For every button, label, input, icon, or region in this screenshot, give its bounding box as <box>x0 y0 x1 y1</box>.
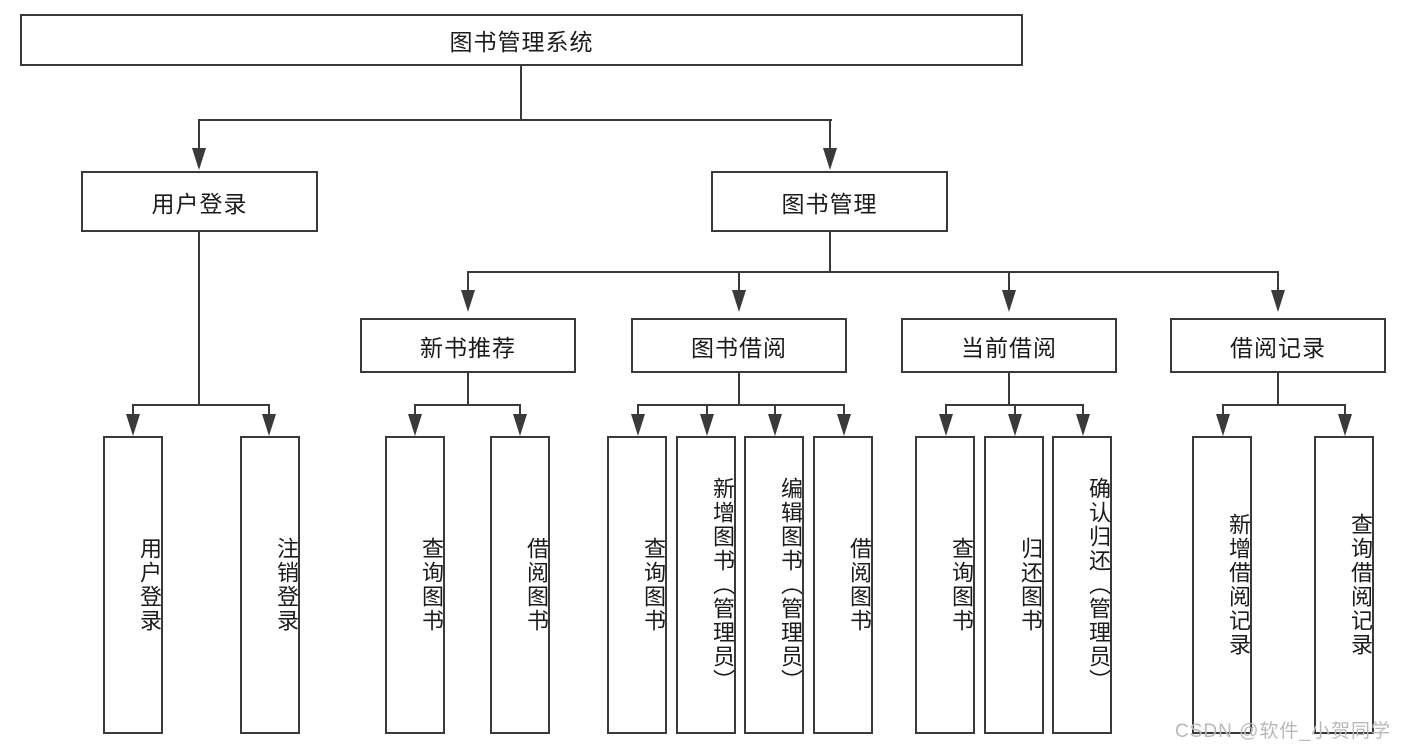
node-user-login[interactable]: 用户登录 <box>81 171 318 232</box>
node-borrow-record[interactable]: 借阅记录 <box>1170 318 1386 373</box>
csdn-watermark: CSDN @软件_小贺同学 <box>1175 721 1391 742</box>
edge-book-management-stem <box>829 232 832 273</box>
edge-bm-to-borrow-record <box>1277 271 1280 291</box>
leaf-current-borrow-confirm-return-admin[interactable]: 确认归还（管理员） <box>1052 436 1112 734</box>
leaf-book-borrow-query-book[interactable]: 查询图书 <box>607 436 667 734</box>
arrowhead-borrow-record-leaf-2 <box>1338 414 1352 436</box>
node-book-borrow[interactable]: 图书借阅 <box>631 318 847 373</box>
edge-root-to-user-login <box>198 119 201 149</box>
arrowhead-to-current-borrow <box>1002 290 1016 312</box>
leaf-book-borrow-edit-book-admin[interactable]: 编辑图书（管理员） <box>744 436 804 734</box>
edge-current-borrow-to-leaf-2 <box>1014 404 1017 416</box>
edge-bm-to-book-borrow <box>738 271 741 291</box>
leaf-new-book-borrow-book[interactable]: 借阅图书 <box>490 436 550 734</box>
edge-book-borrow-stem <box>738 373 741 405</box>
node-label: 新增借阅记录 <box>1226 513 1251 657</box>
node-label: 图书管理 <box>781 190 878 217</box>
arrowhead-to-book-management <box>823 148 837 170</box>
arrowhead-to-new-book-recommend <box>461 290 475 312</box>
edge-borrow-record-to-leaf-1 <box>1222 404 1225 416</box>
leaf-user-login-logout[interactable]: 注销登录 <box>240 436 300 734</box>
arrowhead-current-borrow-leaf-1 <box>939 414 953 436</box>
edge-root-to-book-management <box>829 119 832 149</box>
leaf-borrow-record-query-record[interactable]: 查询借阅记录 <box>1314 436 1374 734</box>
arrowhead-user-login-leaf-1 <box>126 414 140 436</box>
arrowhead-book-borrow-leaf-3 <box>768 414 782 436</box>
edge-bm-to-current-borrow <box>1008 271 1011 291</box>
arrowhead-to-book-borrow <box>732 290 746 312</box>
node-label: 借阅记录 <box>1230 334 1326 361</box>
edge-book-borrow-to-leaf-1 <box>637 404 640 416</box>
edge-user-login-to-leaf-1 <box>132 404 135 416</box>
arrowhead-current-borrow-leaf-3 <box>1076 414 1090 436</box>
node-root-book-management-system[interactable]: 图书管理系统 <box>20 14 1023 66</box>
arrowhead-borrow-record-leaf-1 <box>1216 414 1230 436</box>
node-label: 查询图书 <box>949 537 974 633</box>
edge-new-book-to-leaf-2 <box>519 404 522 416</box>
edge-borrow-record-stem <box>1277 373 1280 405</box>
edge-root-stem <box>520 66 523 120</box>
leaf-book-borrow-add-book-admin[interactable]: 新增图书（管理员） <box>676 436 736 734</box>
edge-borrow-record-distribution-bar <box>1222 404 1346 407</box>
edge-book-borrow-to-leaf-4 <box>843 404 846 416</box>
arrowhead-book-borrow-leaf-4 <box>837 414 851 436</box>
arrowhead-new-book-leaf-1 <box>408 414 422 436</box>
edge-new-book-stem <box>467 373 470 405</box>
edge-book-borrow-distribution-bar <box>637 404 845 407</box>
edge-bm-to-new-book <box>467 271 470 291</box>
edge-user-login-to-leaf-2 <box>268 404 271 416</box>
node-label: 图书借阅 <box>691 334 787 361</box>
leaf-new-book-query-book[interactable]: 查询图书 <box>385 436 445 734</box>
arrowhead-to-user-login <box>192 148 206 170</box>
edge-root-distribution-bar <box>198 119 832 122</box>
node-label: 查询图书 <box>641 537 666 633</box>
arrowhead-book-borrow-leaf-2 <box>700 414 714 436</box>
node-label: 当前借阅 <box>961 334 1057 361</box>
arrowhead-new-book-leaf-2 <box>513 414 527 436</box>
node-label: 确认归还（管理员） <box>1086 477 1111 693</box>
edge-current-borrow-to-leaf-1 <box>945 404 948 416</box>
arrowhead-to-borrow-record <box>1271 290 1285 312</box>
node-new-book-recommend[interactable]: 新书推荐 <box>360 318 576 373</box>
node-label: 借阅图书 <box>524 537 549 633</box>
node-label: 借阅图书 <box>847 537 872 633</box>
node-label: 图书管理系统 <box>449 29 594 55</box>
arrowhead-current-borrow-leaf-2 <box>1008 414 1022 436</box>
leaf-borrow-record-add-record[interactable]: 新增借阅记录 <box>1192 436 1252 734</box>
arrowhead-user-login-leaf-2 <box>262 414 276 436</box>
leaf-book-borrow-borrow-book[interactable]: 借阅图书 <box>813 436 873 734</box>
leaf-current-borrow-query-book[interactable]: 查询图书 <box>915 436 975 734</box>
node-label: 查询图书 <box>419 537 444 633</box>
node-book-management[interactable]: 图书管理 <box>711 171 948 232</box>
node-label: 查询借阅记录 <box>1348 513 1373 657</box>
leaf-current-borrow-return-book[interactable]: 归还图书 <box>984 436 1044 734</box>
edge-new-book-distribution-bar <box>414 404 521 407</box>
node-label: 归还图书 <box>1018 537 1043 633</box>
arrowhead-book-borrow-leaf-1 <box>631 414 645 436</box>
edge-current-borrow-to-leaf-3 <box>1082 404 1085 416</box>
edge-new-book-to-leaf-1 <box>414 404 417 416</box>
node-label: 用户登录 <box>137 537 162 633</box>
edge-user-login-stem <box>198 232 201 405</box>
node-label: 新增图书（管理员） <box>710 477 735 693</box>
edge-book-borrow-to-leaf-2 <box>706 404 709 416</box>
edge-borrow-record-to-leaf-2 <box>1344 404 1347 416</box>
leaf-user-login-user-login[interactable]: 用户登录 <box>103 436 163 734</box>
node-label: 新书推荐 <box>420 334 516 361</box>
node-label: 注销登录 <box>274 537 299 633</box>
node-label: 编辑图书（管理员） <box>778 477 803 693</box>
edge-current-borrow-stem <box>1008 373 1011 405</box>
edge-book-borrow-to-leaf-3 <box>774 404 777 416</box>
edge-book-management-distribution-bar <box>467 271 1279 274</box>
node-label: 用户登录 <box>151 190 248 217</box>
node-current-borrow[interactable]: 当前借阅 <box>901 318 1117 373</box>
edge-user-login-distribution-bar <box>132 404 270 407</box>
